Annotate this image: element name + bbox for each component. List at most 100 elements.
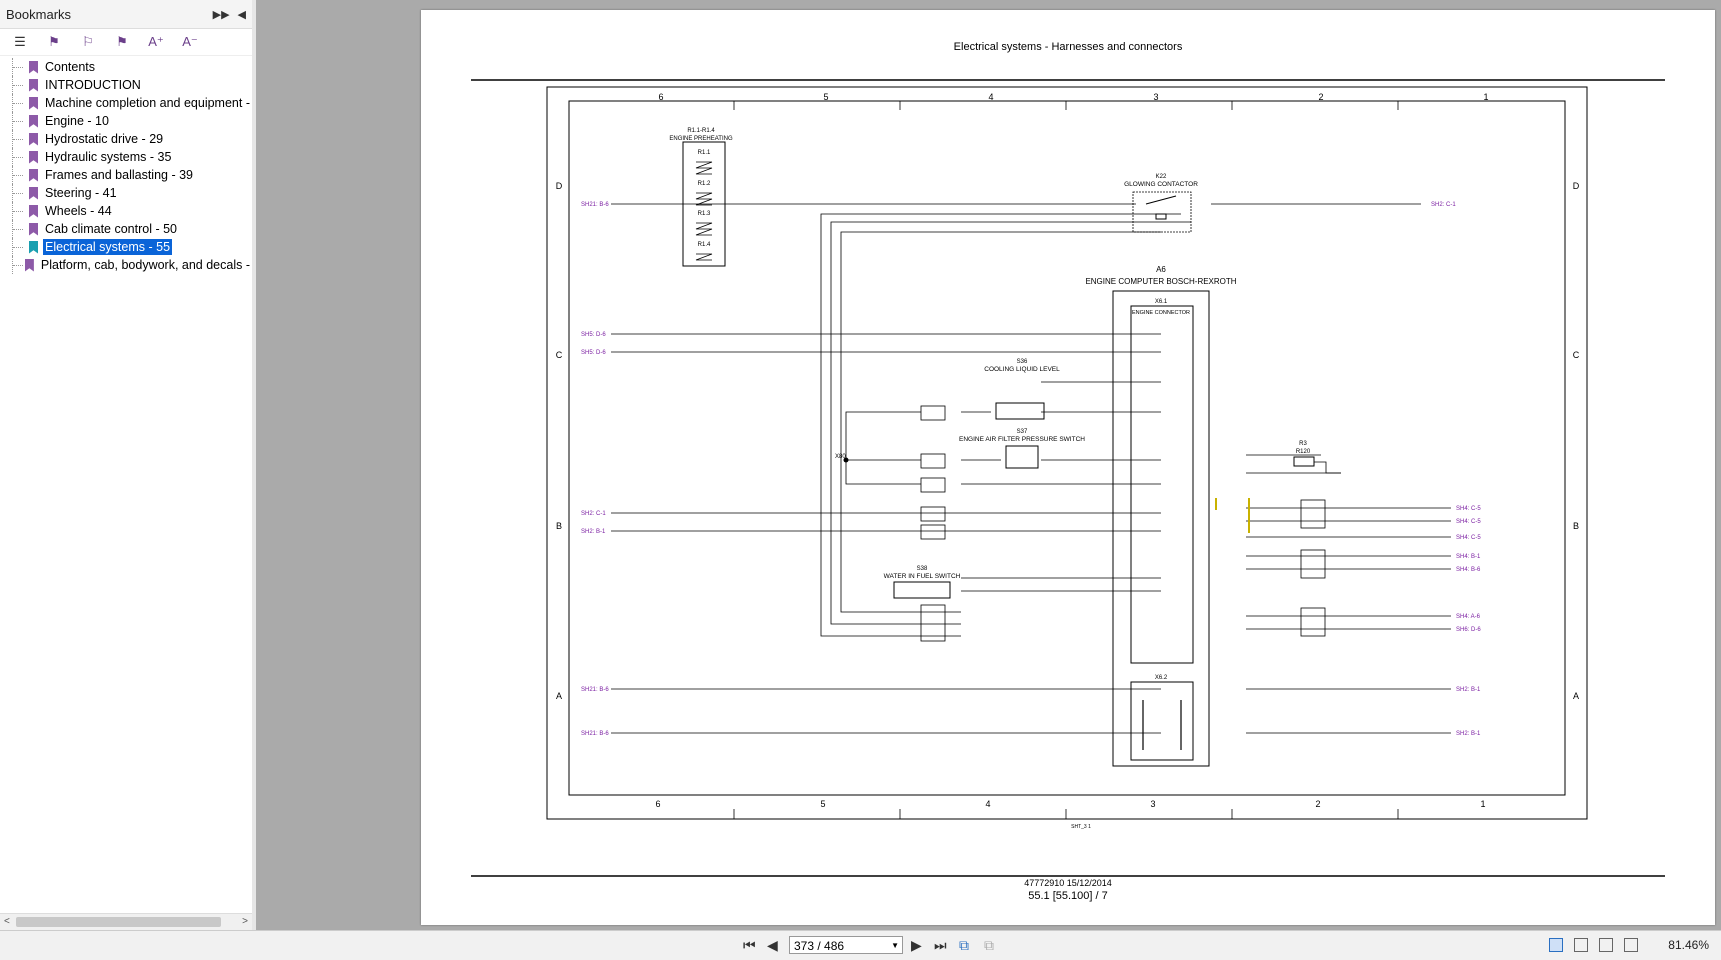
row-label: C — [556, 350, 563, 360]
sheet-ref-right[interactable]: SH6: D-6 — [1456, 627, 1481, 633]
svg-text:ENGINE PREHEATING: ENGINE PREHEATING — [669, 136, 733, 142]
next-page-icon[interactable]: ▶ — [911, 937, 922, 953]
col-label: 4 — [985, 799, 990, 809]
scroll-right-icon[interactable]: > — [242, 916, 248, 927]
document-title: Electrical systems - Harnesses and conne… — [953, 41, 1183, 53]
zoom-level[interactable]: 81.46% — [1668, 938, 1709, 952]
sheet-ref-right[interactable]: SH4: C-5 — [1456, 506, 1481, 512]
s36-cooling-level-switch: S36 COOLING LIQUID LEVEL — [984, 359, 1060, 420]
previous-view-icon[interactable]: ⧉ — [959, 937, 969, 953]
sheet-ref-left[interactable]: SH2: C-1 — [581, 511, 606, 517]
sheet-ref-left[interactable]: SH21: B-6 — [581, 202, 609, 208]
sheet-ref-left[interactable]: SH5: D-6 — [581, 350, 606, 356]
sheet-ref-left[interactable]: SH21: B-6 — [581, 731, 609, 737]
bookmark-icon — [29, 60, 38, 74]
sheet-ref-right[interactable]: SH2: B-1 — [1456, 731, 1481, 737]
svg-text:WATER IN FUEL SWITCH: WATER IN FUEL SWITCH — [884, 573, 961, 580]
svg-text:S36: S36 — [1017, 359, 1028, 365]
svg-text:GLOWING CONTACTOR: GLOWING CONTACTOR — [1124, 181, 1198, 188]
bookmark-icon — [24, 258, 34, 272]
sheet-ref-right[interactable]: SH4: C-5 — [1456, 519, 1481, 525]
bookmark-item-frames-ballasting[interactable]: Frames and ballasting - 39 — [0, 166, 252, 184]
bookmark-properties-icon[interactable]: ⚑ — [116, 34, 128, 49]
svg-text:ENGINE CONNECTOR: ENGINE CONNECTOR — [1132, 310, 1190, 316]
bookmark-item-engine[interactable]: Engine - 10 — [0, 112, 252, 130]
svg-text:R1.4: R1.4 — [698, 242, 711, 248]
sheet-ref-left[interactable]: SH2: B-1 — [581, 529, 606, 535]
bookmark-icon — [29, 96, 38, 110]
sheet-ref-left[interactable]: SH21: B-6 — [581, 687, 609, 693]
bookmark-icon — [29, 240, 38, 254]
bookmark-list-icon[interactable]: ☰ — [14, 34, 26, 49]
col-label: 2 — [1315, 799, 1320, 809]
col-label: 4 — [988, 92, 993, 102]
sheet-ref-right[interactable]: SH4: A-6 — [1456, 614, 1481, 620]
bookmarks-header: Bookmarks ▶▶ ◀ — [0, 0, 252, 29]
k22-contactor-component: K22 GLOWING CONTACTOR — [1124, 174, 1198, 233]
sheet-ref-right[interactable]: SH2: C-1 — [1431, 202, 1456, 208]
panel-splitter[interactable] — [252, 0, 256, 930]
facing-view-icon[interactable] — [1599, 938, 1613, 952]
col-label: 5 — [820, 799, 825, 809]
row-label: D — [556, 181, 563, 191]
sheet-ref-right[interactable]: SH2: B-1 — [1456, 687, 1481, 693]
svg-text:A6: A6 — [1156, 265, 1166, 274]
bookmark-item-cab-climate[interactable]: Cab climate control - 50 — [0, 220, 252, 238]
bookmark-icon — [29, 114, 38, 128]
bookmark-item-hydraulic-systems[interactable]: Hydraulic systems - 35 — [0, 148, 252, 166]
bookmark-tree: Contents INTRODUCTION Machine completion… — [0, 56, 252, 274]
document-viewer[interactable]: Electrical systems - Harnesses and conne… — [256, 0, 1721, 930]
bookmark-item-platform-cab[interactable]: Platform, cab, bodywork, and decals - — [0, 256, 252, 274]
col-label: 6 — [655, 799, 660, 809]
bookmark-item-steering[interactable]: Steering - 41 — [0, 184, 252, 202]
page-number-field[interactable]: 373 / 486 ▼ — [789, 936, 903, 954]
bookmark-item-introduction[interactable]: INTRODUCTION — [0, 76, 252, 94]
last-page-icon[interactable]: ⏭ — [934, 937, 947, 953]
font-decrease-icon[interactable]: A⁻ — [182, 34, 198, 49]
panel-options-icon[interactable]: ▶▶ — [212, 8, 230, 21]
sheet-label: SHT_3 1 — [1071, 824, 1091, 830]
single-page-view-icon[interactable] — [1549, 938, 1563, 952]
sheet-ref-right[interactable]: SH4: B-1 — [1456, 554, 1481, 560]
row-label: A — [556, 691, 562, 701]
bookmark-icon — [29, 204, 38, 218]
col-label: 2 — [1318, 92, 1323, 102]
bookmark-icon — [29, 186, 38, 200]
bookmark-icon — [29, 168, 38, 182]
bookmark-item-machine-completion[interactable]: Machine completion and equipment - — [0, 94, 252, 112]
sidebar-horizontal-scrollbar[interactable]: < > — [0, 913, 252, 930]
pdf-page: Electrical systems - Harnesses and conne… — [421, 10, 1715, 925]
sheet-ref-left[interactable]: SH5: D-6 — [581, 332, 606, 338]
collapse-panel-icon[interactable]: ◀ — [237, 8, 246, 21]
next-view-icon[interactable]: ⧉ — [984, 937, 994, 953]
row-label: C — [1573, 350, 1580, 360]
bookmark-item-hydrostatic-drive[interactable]: Hydrostatic drive - 29 — [0, 130, 252, 148]
bookmarks-title: Bookmarks — [6, 6, 72, 22]
document-footer-code: 47772910 15/12/2014 — [1024, 878, 1112, 888]
sheet-ref-right[interactable]: SH4: B-6 — [1456, 567, 1481, 573]
svg-text:X6.1: X6.1 — [1155, 299, 1168, 305]
scroll-left-icon[interactable]: < — [4, 916, 10, 927]
add-bookmark-icon[interactable]: ⚐ — [82, 34, 94, 49]
navigation-toolbar: ⏮ ◀ 373 / 486 ▼ ▶ ⏭ ⧉ ⧉ 81.46% — [0, 930, 1721, 960]
bookmarks-toolbar: ☰ ⚑ ⚐ ⚑ A⁺ A⁻ — [0, 29, 252, 56]
chevron-down-icon[interactable]: ▼ — [891, 941, 899, 950]
continuous-facing-view-icon[interactable] — [1624, 938, 1638, 952]
scrollbar-thumb[interactable] — [16, 917, 221, 927]
delete-bookmark-icon[interactable]: ⚑ — [48, 34, 60, 49]
continuous-view-icon[interactable] — [1574, 938, 1588, 952]
bookmark-item-contents[interactable]: Contents — [0, 58, 252, 76]
previous-page-icon[interactable]: ◀ — [767, 937, 778, 953]
bookmark-icon — [29, 78, 38, 92]
r1-preheating-component: R1.1-R1.4 ENGINE PREHEATING R1.1 R1.2 R1… — [669, 128, 733, 267]
bookmark-item-electrical-systems[interactable]: Electrical systems - 55 — [0, 238, 252, 256]
col-label: 1 — [1483, 92, 1488, 102]
sheet-ref-right[interactable]: SH4: C-5 — [1456, 535, 1481, 541]
svg-text:R120: R120 — [1296, 449, 1311, 455]
r3-resistor: R3 R120 — [1293, 441, 1341, 474]
font-increase-icon[interactable]: A⁺ — [148, 34, 164, 49]
svg-text:S38: S38 — [917, 566, 928, 572]
first-page-icon[interactable]: ⏮ — [743, 937, 756, 953]
bookmark-item-wheels[interactable]: Wheels - 44 — [0, 202, 252, 220]
svg-text:ENGINE COMPUTER BOSCH-REXROTH: ENGINE COMPUTER BOSCH-REXROTH — [1085, 277, 1236, 286]
